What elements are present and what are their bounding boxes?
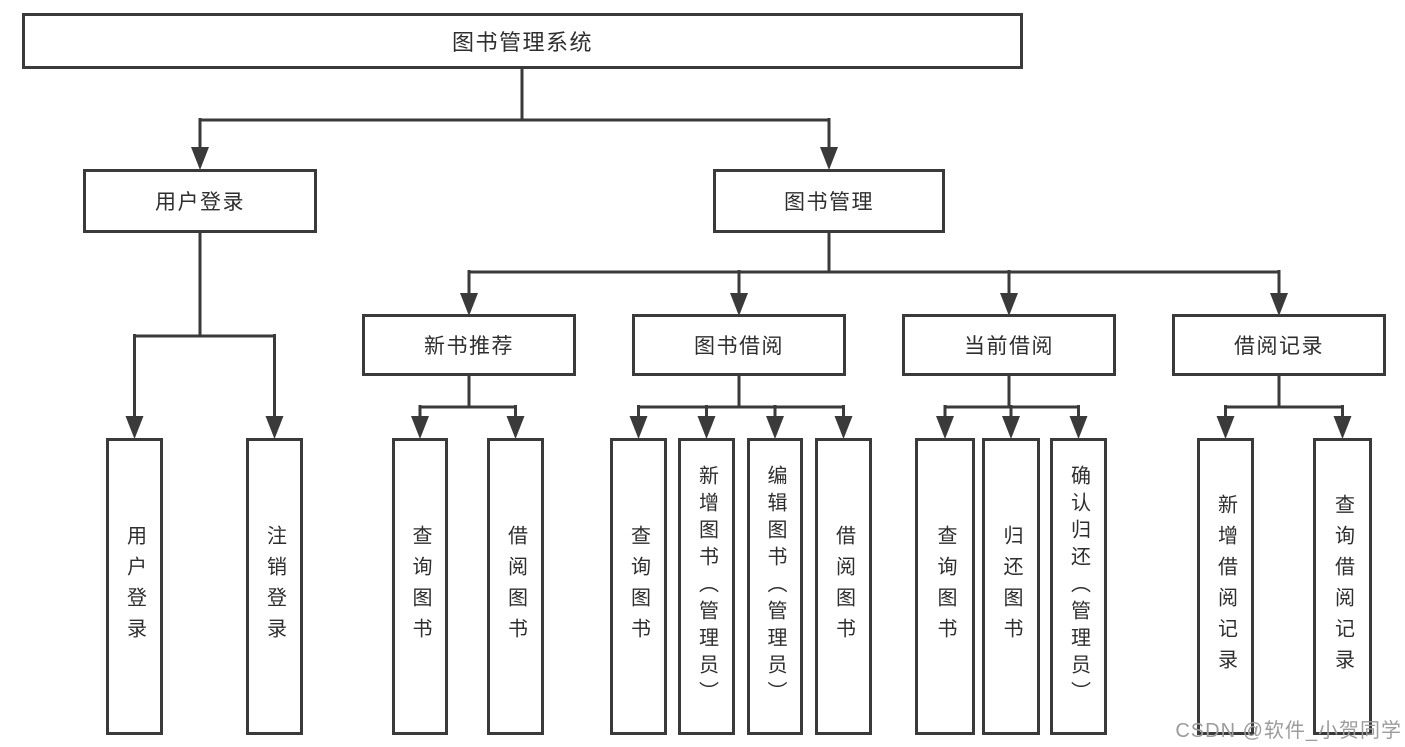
node-root: 图书管理系统 (22, 13, 1023, 69)
node-label: 图书借阅 (694, 335, 784, 358)
leaf-query-borrow-record: 查询借阅记录 (1313, 438, 1372, 735)
arrowhead (460, 293, 478, 316)
leaf-label: 借阅图书 (504, 524, 527, 649)
node-new-book-recommendation: 新书推荐 (362, 314, 576, 376)
leaf-label: 确认归还（管理员） (1067, 465, 1090, 708)
node-user-login: 用户登录 (83, 169, 317, 233)
leaf-borrow-books-borrowing: 借阅图书 (815, 438, 872, 735)
leaf-add-book-admin: 新增图书（管理员） (678, 438, 735, 735)
connector-line (637, 376, 845, 421)
leaf-borrow-books-recommend: 借阅图书 (487, 438, 544, 735)
node-label: 用户登录 (155, 191, 245, 214)
leaf-label: 查询借阅记录 (1331, 493, 1354, 680)
node-book-borrowing: 图书借阅 (632, 314, 846, 376)
leaf-query-books-borrowing: 查询图书 (610, 438, 667, 735)
leaf-confirm-return-admin: 确认归还（管理员） (1050, 438, 1107, 735)
node-label: 图书管理系统 (451, 30, 593, 55)
leaf-user-login: 用户登录 (106, 438, 163, 735)
arrowhead (1270, 293, 1288, 316)
arrowhead (506, 416, 525, 439)
leaf-add-borrow-record: 新增借阅记录 (1197, 438, 1254, 735)
arrowhead (629, 416, 648, 439)
leaf-query-books-current: 查询图书 (915, 438, 975, 735)
node-label: 新书推荐 (424, 335, 514, 358)
arrowhead (411, 416, 429, 439)
arrowhead (936, 416, 954, 439)
leaf-edit-book-admin: 编辑图书（管理员） (747, 438, 803, 735)
leaf-label: 用户登录 (123, 524, 146, 649)
leaf-label: 注销登录 (263, 524, 286, 649)
leaf-label: 编辑图书（管理员） (764, 465, 786, 708)
connector-line (198, 69, 831, 152)
arrowhead (834, 416, 853, 439)
arrowhead (125, 416, 144, 439)
connector-line (418, 376, 517, 421)
arrowhead (730, 293, 748, 316)
node-borrowing-records: 借阅记录 (1172, 314, 1386, 376)
node-label: 借阅记录 (1234, 335, 1324, 358)
arrowhead (1002, 416, 1020, 439)
connector-line (1224, 376, 1344, 421)
arrowhead (191, 147, 209, 170)
leaf-label: 借阅图书 (832, 524, 855, 649)
node-label: 当前借阅 (964, 335, 1054, 358)
leaf-label: 查询图书 (627, 524, 650, 649)
connector-line (133, 233, 276, 420)
node-book-management: 图书管理 (713, 169, 945, 233)
arrowhead (697, 416, 716, 439)
arrowhead (1069, 416, 1088, 439)
arrowhead (1216, 416, 1235, 439)
arrowhead (1000, 293, 1018, 316)
leaf-query-books-recommend: 查询图书 (392, 438, 448, 735)
leaf-label: 查询图书 (409, 524, 431, 649)
leaf-logout: 注销登录 (246, 438, 303, 735)
node-current-borrowing: 当前借阅 (902, 314, 1116, 376)
arrowhead (766, 416, 784, 439)
leaf-label: 归还图书 (1000, 524, 1022, 649)
arrowhead (265, 416, 284, 439)
connector-line (943, 376, 1080, 421)
csdn-watermark: CSDN @软件_小贺同学 (1175, 720, 1402, 742)
arrowhead (1333, 416, 1352, 439)
leaf-label: 新增借阅记录 (1214, 493, 1237, 680)
node-label: 图书管理 (784, 191, 874, 214)
leaf-label: 新增图书（管理员） (695, 465, 718, 708)
leaf-label: 查询图书 (934, 524, 956, 649)
connector-line (467, 233, 1281, 298)
leaf-return-book: 归还图书 (982, 438, 1040, 735)
arrowhead (820, 147, 838, 170)
